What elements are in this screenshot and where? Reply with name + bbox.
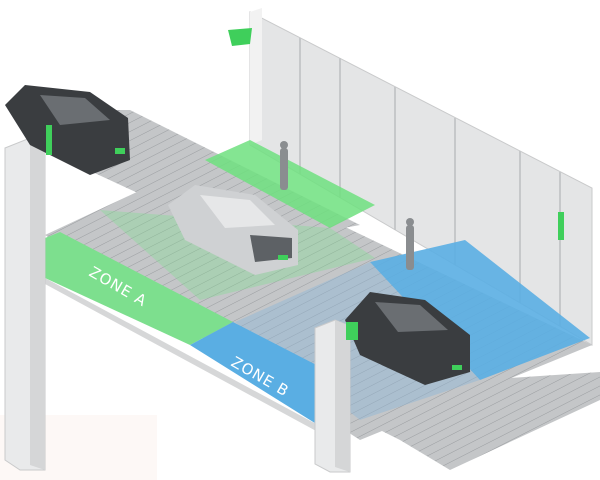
- car-dark-zone-b: [345, 292, 470, 385]
- car-light-zone-a: [168, 185, 298, 275]
- exit-conveyor: [360, 372, 600, 470]
- zone-top-green: [205, 140, 375, 228]
- zone-b-area: [190, 322, 330, 432]
- left-pillar: [4, 137, 46, 471]
- front-pillar: [314, 319, 351, 473]
- worker-figures: [280, 141, 414, 270]
- zone-a-area: [45, 232, 233, 345]
- zone-right-blue: [370, 240, 590, 380]
- car-dark-entry: [5, 85, 130, 175]
- sensor-markers: [46, 28, 564, 240]
- floor-edge: [45, 278, 318, 432]
